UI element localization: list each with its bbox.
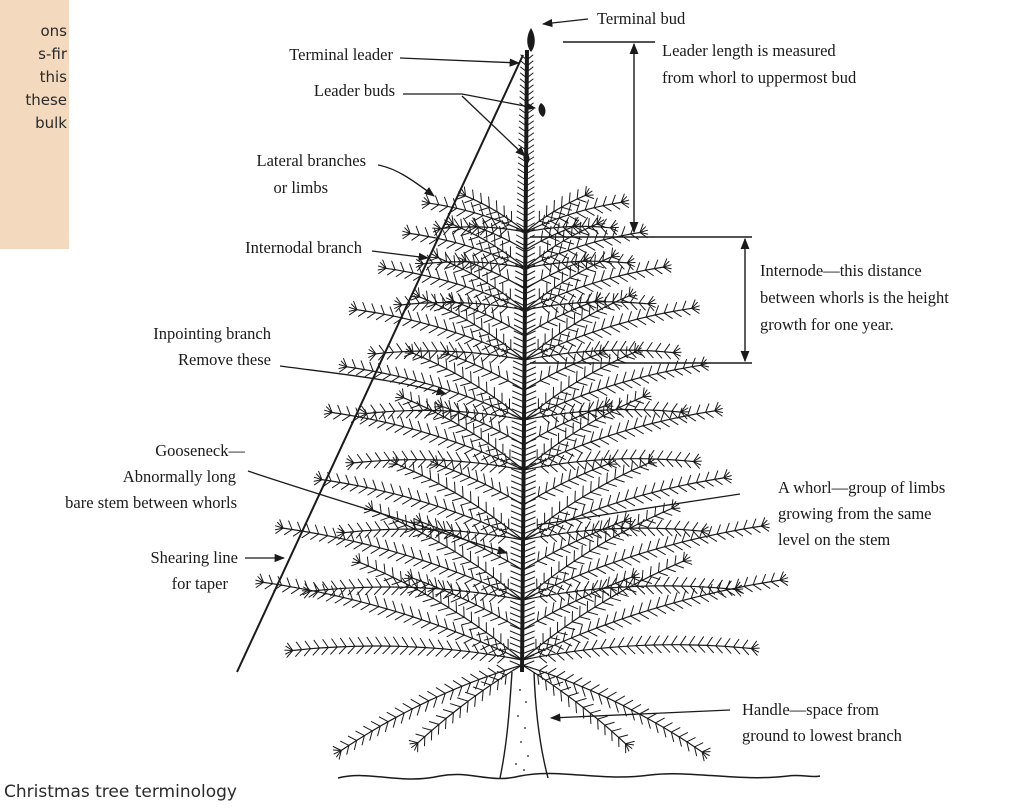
figure-caption: Christmas tree terminology [4, 782, 237, 802]
leader-bud-icon [539, 103, 546, 117]
label-internode-line2: between whorls is the height [760, 288, 949, 307]
label-gooseneck-line3: bare stem between whorls [65, 493, 237, 512]
terminal-bud-icon [527, 28, 535, 52]
label-gooseneck-line1: Gooseneck— [155, 441, 245, 460]
ground-line [338, 773, 820, 779]
label-handle-line1: Handle—space from [742, 700, 879, 719]
label-shearing-line1: Shearing line [150, 548, 238, 567]
label-internode-line1: Internode—this distance [760, 261, 922, 280]
trunk-stipple [515, 689, 529, 771]
label-internodal-branch: Internodal branch [245, 238, 363, 257]
label-whorl-line3: level on the stem [778, 530, 890, 549]
tree-trunk [500, 672, 548, 778]
label-gooseneck-line2: Abnormally long [123, 467, 236, 486]
label-inpointing-line2: Remove these [178, 350, 271, 369]
label-inpointing-line1: Inpointing branch [153, 324, 272, 343]
label-terminal-bud: Terminal bud [597, 9, 686, 28]
tree-stem [522, 50, 527, 672]
label-leader-length-line1: Leader length is measured [662, 41, 836, 60]
shearing-line [237, 55, 523, 672]
label-lateral-branches-line2: or limbs [273, 178, 328, 197]
label-whorl-line2: growing from the same [778, 504, 932, 523]
label-shearing-line2: for taper [172, 574, 229, 593]
label-whorl-line1: A whorl—group of limbs [778, 478, 945, 497]
leader-length-dimension [563, 42, 655, 232]
label-handle-line2: ground to lowest branch [742, 726, 903, 745]
label-lateral-branches-line1: Lateral branches [257, 151, 366, 170]
label-internode-line3: growth for one year. [760, 315, 894, 334]
label-leader-length-line2: from whorl to uppermost bud [662, 68, 857, 87]
label-leader-buds: Leader buds [314, 81, 395, 100]
label-terminal-leader: Terminal leader [289, 45, 393, 64]
